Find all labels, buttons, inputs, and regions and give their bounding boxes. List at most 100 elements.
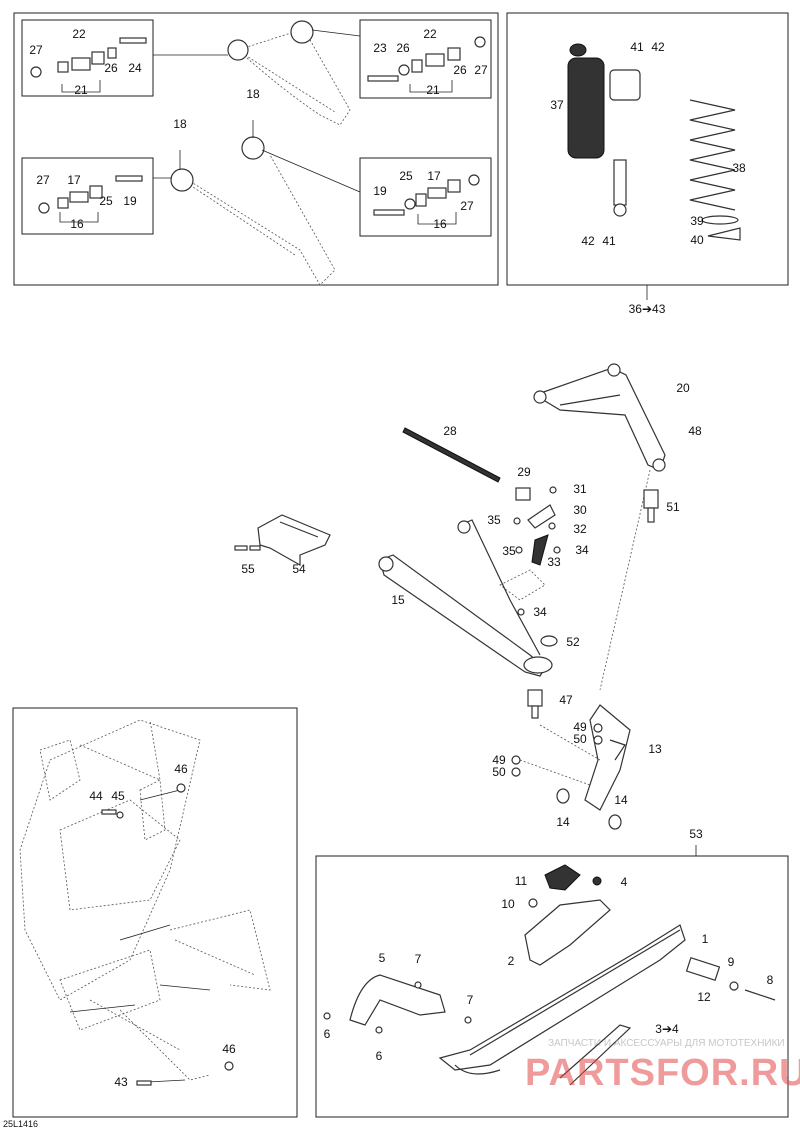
callout-13: 13 — [648, 742, 662, 756]
callout-19: 19 — [123, 194, 137, 208]
reference-code: 25L1416 — [3, 1119, 39, 1129]
callout-40: 40 — [690, 233, 704, 247]
sway-bar-rod — [402, 427, 501, 483]
hardware-box-2 — [359, 19, 492, 99]
callout-1: 1 — [701, 932, 709, 946]
watermark-tagline: ЗАПЧАСТИ И АКСЕССУАРЫ ДЛЯ МОТОТЕХНИКИ — [548, 1038, 785, 1049]
shock-kit-label: 36➔43 — [628, 302, 666, 316]
hardware-box-4 — [359, 157, 492, 237]
callout-16: 16 — [433, 217, 447, 231]
callout-8: 8 — [766, 973, 774, 987]
runner-ref-label: 3➔4 — [655, 1022, 679, 1036]
callout-47: 47 — [559, 693, 573, 707]
shock-kit-frame — [506, 12, 789, 286]
callout-54: 54 — [292, 562, 306, 576]
callout-11: 11 — [514, 874, 528, 888]
callout-46: 46 — [174, 762, 188, 776]
callout-27: 27 — [474, 63, 488, 77]
callout-19: 19 — [373, 184, 387, 198]
callout-28: 28 — [443, 424, 457, 438]
upper-a-arm-frame — [13, 12, 499, 286]
callout-42: 42 — [581, 234, 595, 248]
callout-14: 14 — [556, 815, 570, 829]
ski-drawing — [323, 864, 776, 1086]
callout-25: 25 — [399, 169, 413, 183]
callout-26: 26 — [104, 61, 118, 75]
callout-17: 17 — [427, 169, 441, 183]
callout-31: 31 — [573, 482, 587, 496]
callout-22: 22 — [72, 27, 86, 41]
lower-a-arm — [378, 519, 558, 677]
hardware-box-1 — [21, 19, 154, 97]
callout-9: 9 — [727, 955, 735, 969]
callout-6: 6 — [323, 1027, 331, 1041]
callout-14: 14 — [614, 793, 628, 807]
callout-50: 50 — [492, 765, 506, 779]
ball-joints — [519, 489, 659, 786]
shock-absorber — [567, 43, 741, 241]
callout-51: 51 — [666, 500, 680, 514]
callout-23: 23 — [373, 41, 387, 55]
callout-38: 38 — [732, 161, 746, 175]
callout-37: 37 — [550, 98, 564, 112]
callout-34: 34 — [533, 605, 547, 619]
callout-35: 35 — [487, 513, 501, 527]
callout-12: 12 — [697, 990, 711, 1004]
callout-21: 21 — [426, 83, 440, 97]
sway-link-parts — [513, 486, 561, 616]
callout-52: 52 — [566, 635, 580, 649]
callout-17: 17 — [67, 173, 81, 187]
callout-18: 18 — [173, 117, 187, 131]
callout-33: 33 — [547, 555, 561, 569]
callout-10: 10 — [501, 897, 515, 911]
callout-55: 55 — [241, 562, 255, 576]
callout-25: 25 — [99, 194, 113, 208]
hardware-icons — [30, 36, 486, 225]
ski-kit-label: 53 — [689, 827, 703, 841]
callout-49: 49 — [573, 720, 587, 734]
callout-30: 30 — [573, 503, 587, 517]
callout-35: 35 — [502, 544, 516, 558]
callout-45: 45 — [111, 789, 125, 803]
upper-a-arm — [533, 363, 666, 691]
callout-16: 16 — [70, 217, 84, 231]
callout-15: 15 — [391, 593, 405, 607]
callout-6: 6 — [375, 1049, 383, 1063]
callout-41: 41 — [602, 234, 616, 248]
callout-22: 22 — [423, 27, 437, 41]
callout-26: 26 — [453, 63, 467, 77]
callout-18: 18 — [246, 87, 260, 101]
callout-49: 49 — [492, 753, 506, 767]
ski-kit-frame — [315, 855, 789, 1118]
callout-32: 32 — [573, 522, 587, 536]
spindle — [511, 704, 631, 830]
callout-20: 20 — [676, 381, 690, 395]
callout-24: 24 — [128, 61, 142, 75]
callout-42: 42 — [651, 40, 665, 54]
bracket — [234, 514, 331, 567]
callout-41: 41 — [630, 40, 644, 54]
callout-7: 7 — [414, 952, 422, 966]
callout-26: 26 — [396, 41, 410, 55]
callout-50: 50 — [573, 732, 587, 746]
hardware-box-3 — [21, 157, 154, 235]
callout-34: 34 — [575, 543, 589, 557]
chassis-drawing — [19, 719, 271, 1086]
callout-39: 39 — [690, 214, 704, 228]
callout-21: 21 — [74, 83, 88, 97]
callout-4: 4 — [620, 875, 628, 889]
callout-5: 5 — [378, 951, 386, 965]
chassis-frame — [12, 707, 298, 1118]
callout-44: 44 — [89, 789, 103, 803]
callout-27: 27 — [29, 43, 43, 57]
callout-27: 27 — [36, 173, 50, 187]
callout-46: 46 — [222, 1042, 236, 1056]
callout-48: 48 — [688, 424, 702, 438]
callout-29: 29 — [517, 465, 531, 479]
upper-arm-drawing — [153, 20, 361, 286]
callout-7: 7 — [466, 993, 474, 1007]
watermark-logo: PARTSFOR.RU — [525, 1052, 800, 1094]
callout-43: 43 — [114, 1075, 128, 1089]
